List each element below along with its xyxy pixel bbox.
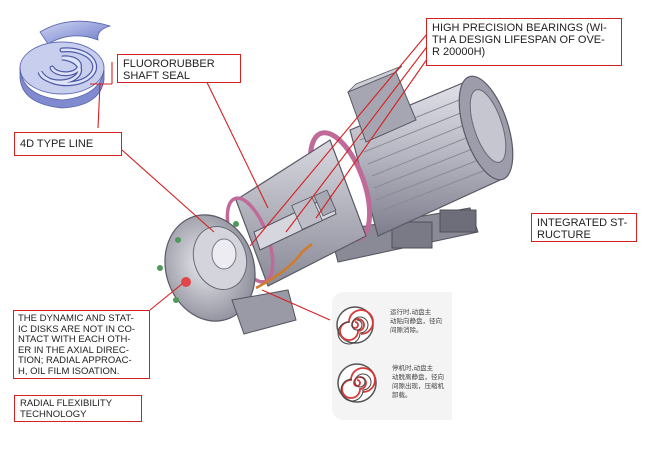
scroll-disc-inset <box>332 292 452 420</box>
note-running: 运行时,动盘主 动贴向静盘，径向 间隙消除。 <box>390 308 442 334</box>
motor <box>307 65 514 242</box>
note-stopped: 停机时,动盘主 动脱离静盘，径向 间隙出现，压缩机 卸载。 <box>392 364 444 399</box>
callout-disk-contact: THE DYNAMIC AND STAT- IC DISKS ARE NOT I… <box>13 310 150 379</box>
callout-fluororubber-seal: FLUORORUBBER SHAFT SEAL <box>117 54 241 83</box>
callout-radial-flexibility: RADIAL FLEXIBILITY TECHNOLOGY <box>14 395 142 422</box>
label-fluororubber-seal: FLUORORUBBER SHAFT SEAL <box>123 58 215 82</box>
label-4d-type-line: 4D TYPE LINE <box>20 138 94 150</box>
scroll-running-icon <box>336 306 374 345</box>
label-radial-flexibility: RADIAL FLEXIBILITY TECHNOLOGY <box>20 398 113 420</box>
label-disk-contact: THE DYNAMIC AND STAT- IC DISKS ARE NOT I… <box>18 313 136 377</box>
leader-lines <box>90 27 433 321</box>
label-integrated-structure: INTEGRATED ST- RUCTURE <box>537 217 628 241</box>
scroll-part-icon <box>19 20 112 109</box>
callout-bearings: HIGH PRECISION BEARINGS (WI- TH A DESIGN… <box>426 18 622 66</box>
callout-integrated-structure: INTEGRATED ST- RUCTURE <box>531 213 637 242</box>
callout-4d-type-line: 4D TYPE LINE <box>14 132 122 156</box>
scroll-stopped-icon <box>337 363 377 403</box>
label-bearings: HIGH PRECISION BEARINGS (WI- TH A DESIGN… <box>432 22 607 58</box>
pump-head <box>157 214 313 335</box>
